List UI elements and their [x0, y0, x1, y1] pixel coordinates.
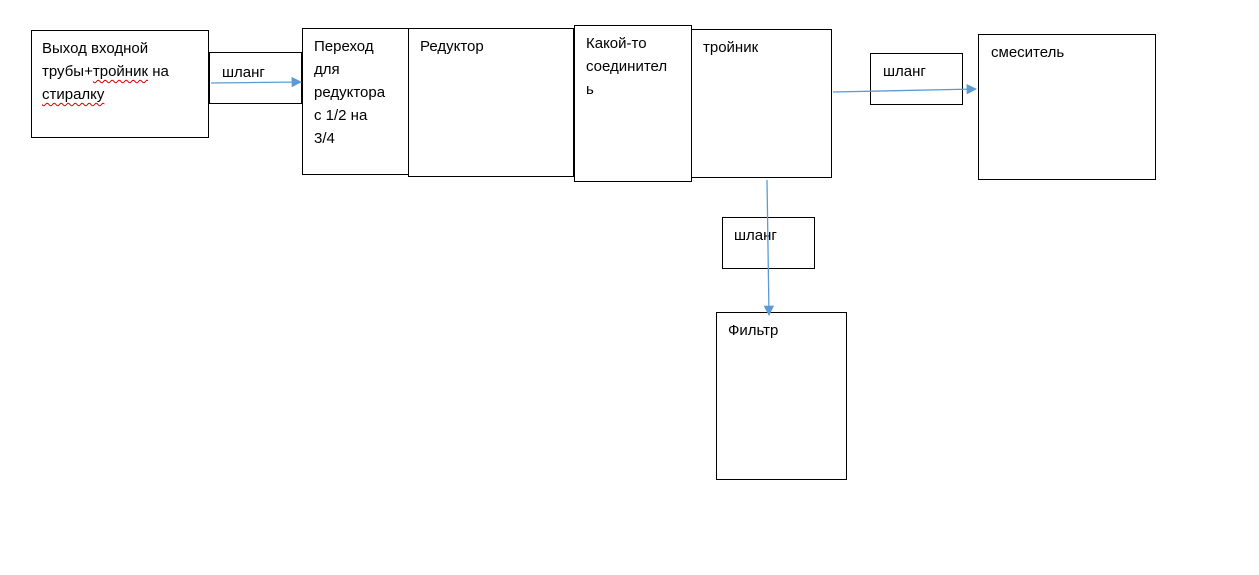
node-inlet-line3-marked: стиралку: [42, 86, 105, 103]
node-filter: Фильтр: [716, 312, 847, 480]
node-inlet-line2-tail: на: [148, 63, 169, 80]
node-connector: Какой-то соединител ь: [574, 25, 692, 182]
node-reducer-label: Редуктор: [420, 38, 484, 55]
node-adapter-label: Переход для редуктора с 1/2 на 3/4: [314, 38, 386, 147]
node-hose-1-label: шланг: [222, 64, 265, 81]
node-hose-1: шланг: [209, 52, 302, 104]
edge-inlet-to-adapter: [210, 76, 303, 88]
node-inlet-line2-plain: трубы+: [42, 63, 93, 80]
node-tee-label: тройник: [703, 39, 759, 56]
node-adapter: Переход для редуктора с 1/2 на 3/4: [302, 28, 410, 175]
node-reducer: Редуктор: [408, 28, 574, 177]
node-connector-label: Какой-то соединител ь: [586, 35, 668, 98]
node-inlet: Выход входной трубы+тройник на стиралку: [31, 30, 209, 138]
node-mixer: смеситель: [978, 34, 1156, 180]
node-inlet-line2: трубы+тройник на: [42, 60, 198, 83]
node-hose-3-label: шланг: [734, 227, 777, 244]
node-inlet-line3: стиралку: [42, 83, 198, 106]
node-inlet-line2-marked: тройник: [92, 63, 149, 80]
edge-tee-to-filter: [763, 179, 775, 317]
node-inlet-line1: Выход входной: [42, 40, 149, 57]
node-mixer-label: смеситель: [991, 44, 1065, 61]
edge-tee-to-mixer: [832, 83, 978, 95]
node-tee: тройник: [691, 29, 832, 178]
node-hose-2: шланг: [870, 53, 963, 105]
node-filter-label: Фильтр: [728, 322, 779, 339]
node-hose-2-label: шланг: [883, 63, 926, 80]
